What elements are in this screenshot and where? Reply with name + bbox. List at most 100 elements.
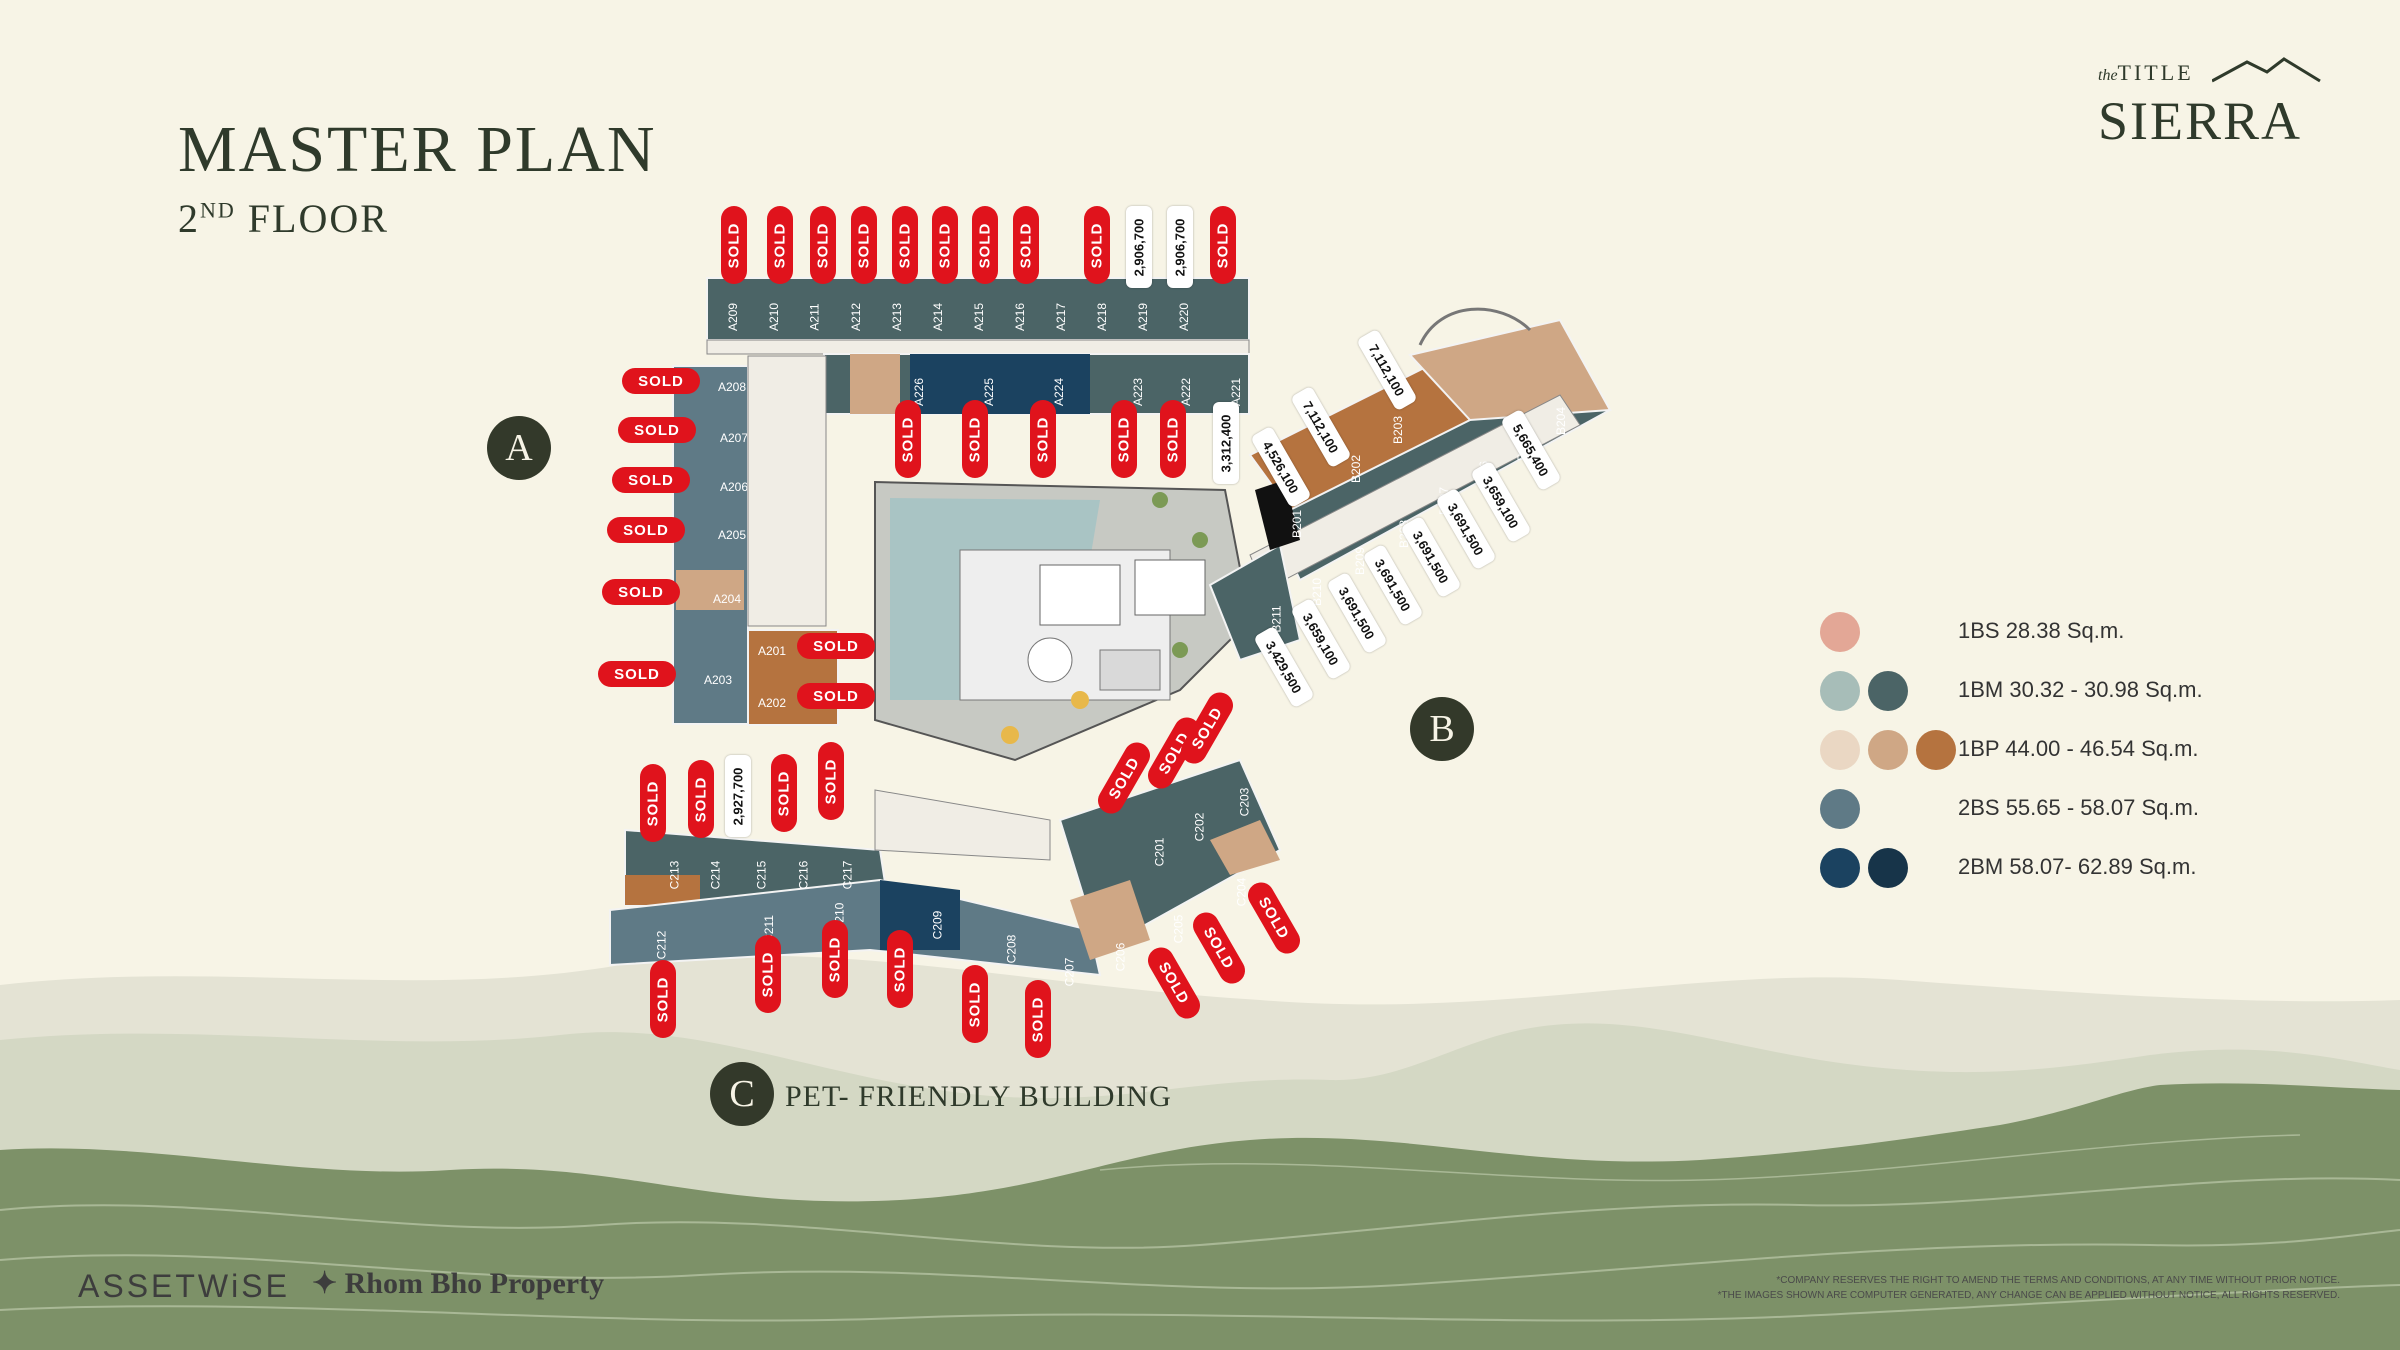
- price-tag-c215[interactable]: 2,927,700: [725, 755, 751, 837]
- sold-badge[interactable]: SOLD: [622, 368, 700, 394]
- sold-badge[interactable]: SOLD: [1111, 400, 1137, 478]
- sold-badge[interactable]: SOLD: [1025, 980, 1051, 1058]
- sold-badge[interactable]: SOLD: [797, 633, 875, 659]
- legend-label: 1BS 28.38 Sq.m.: [1958, 618, 2125, 643]
- unit-label[interactable]: C217: [840, 860, 855, 890]
- unit-label[interactable]: A210: [767, 302, 782, 332]
- sold-badge[interactable]: SOLD: [598, 661, 676, 687]
- unit-label[interactable]: A215: [972, 302, 987, 332]
- legend-row-2bm: 2BM 58.07- 62.89 Sq.m.: [1820, 848, 2240, 892]
- unit-label[interactable]: A224: [1052, 377, 1067, 407]
- sold-badge[interactable]: SOLD: [972, 206, 998, 284]
- unit-label[interactable]: C206: [1113, 942, 1128, 972]
- page-title: MASTER PLAN: [178, 113, 657, 186]
- unit-label[interactable]: C213: [667, 860, 682, 890]
- building-c-marker[interactable]: C: [710, 1062, 774, 1126]
- sold-badge[interactable]: SOLD: [640, 764, 666, 842]
- sold-badge[interactable]: SOLD: [650, 960, 676, 1038]
- unit-label[interactable]: A208: [718, 380, 747, 394]
- brand-name: SIERRA: [2098, 91, 2303, 151]
- sold-badge[interactable]: SOLD: [962, 965, 988, 1043]
- mountain-icon: [2212, 57, 2321, 83]
- unit-label[interactable]: C215: [754, 860, 769, 890]
- unit-label[interactable]: A201: [758, 644, 787, 658]
- brand-pre-text: TITLE: [2117, 60, 2194, 85]
- unit-label[interactable]: A206: [720, 480, 749, 494]
- sold-badge[interactable]: SOLD: [932, 206, 958, 284]
- sold-badge[interactable]: SOLD: [962, 400, 988, 478]
- unit-label[interactable]: B203: [1391, 415, 1406, 445]
- unit-label[interactable]: A213: [890, 302, 905, 332]
- unit-label[interactable]: C202: [1192, 812, 1207, 842]
- unit-label[interactable]: A204: [713, 592, 742, 606]
- sold-badge[interactable]: SOLD: [602, 579, 680, 605]
- legend-row-2bs: 2BS 55.65 - 58.07 Sq.m.: [1820, 789, 2240, 833]
- unit-label[interactable]: A211: [807, 303, 822, 331]
- unit-label[interactable]: C209: [930, 910, 945, 940]
- unit-label[interactable]: B202: [1349, 454, 1364, 484]
- sold-badge[interactable]: SOLD: [818, 742, 844, 820]
- price-tag-a221[interactable]: 3,312,400: [1213, 402, 1239, 484]
- unit-label[interactable]: A207: [720, 431, 749, 445]
- sold-badge[interactable]: SOLD: [721, 206, 747, 284]
- sold-badge[interactable]: SOLD: [688, 760, 714, 838]
- unit-label[interactable]: C205: [1171, 914, 1186, 944]
- sold-badge[interactable]: SOLD: [1013, 206, 1039, 284]
- unit-label[interactable]: A220: [1177, 302, 1192, 332]
- unit-label[interactable]: A202: [758, 696, 787, 710]
- unit-label[interactable]: B210: [1310, 577, 1325, 607]
- unit-label[interactable]: A221: [1229, 377, 1244, 407]
- unit-label[interactable]: B204: [1554, 406, 1569, 436]
- unit-label[interactable]: C207: [1062, 957, 1077, 987]
- unit-label[interactable]: C201: [1152, 837, 1167, 867]
- unit-label[interactable]: A226: [912, 377, 927, 407]
- unit-label[interactable]: A205: [718, 528, 747, 542]
- rhom-bho-logo: ✦ Rhom Bho Property: [312, 1266, 604, 1301]
- sold-badge[interactable]: SOLD: [755, 935, 781, 1013]
- sold-badge[interactable]: SOLD: [887, 930, 913, 1008]
- unit-label[interactable]: C212: [654, 930, 669, 960]
- disclaimer-line-2: *THE IMAGES SHOWN ARE COMPUTER GENERATED…: [1717, 1290, 2340, 1301]
- sold-badge[interactable]: SOLD: [618, 417, 696, 443]
- unit-label[interactable]: B201: [1290, 509, 1305, 539]
- unit-label[interactable]: A222: [1179, 377, 1194, 407]
- sold-badge[interactable]: SOLD: [892, 206, 918, 284]
- building-b-marker[interactable]: B: [1410, 697, 1474, 761]
- unit-label[interactable]: A214: [931, 302, 946, 332]
- sold-badge[interactable]: SOLD: [851, 206, 877, 284]
- building-a-marker[interactable]: A: [487, 416, 551, 480]
- unit-label[interactable]: A217: [1054, 302, 1069, 332]
- brand-logo: theTITLE SIERRA: [2082, 56, 2322, 151]
- unit-label[interactable]: C208: [1004, 934, 1019, 964]
- unit-label[interactable]: B211: [1269, 605, 1284, 633]
- sold-badge[interactable]: SOLD: [612, 467, 690, 493]
- sold-badge[interactable]: SOLD: [895, 400, 921, 478]
- unit-label[interactable]: A218: [1095, 302, 1110, 332]
- unit-label[interactable]: C216: [796, 860, 811, 890]
- floor-word: FLOOR: [247, 196, 389, 241]
- unit-label[interactable]: C211: [761, 915, 776, 943]
- sold-badge[interactable]: SOLD: [607, 517, 685, 543]
- sold-badge[interactable]: SOLD: [1084, 206, 1110, 284]
- unit-label[interactable]: A216: [1013, 302, 1028, 332]
- price-tag-a218[interactable]: 2,906,700: [1126, 206, 1152, 288]
- sold-badge[interactable]: SOLD: [1210, 206, 1236, 284]
- legend-swatch: [1868, 671, 1908, 711]
- legend-label: 1BM 30.32 - 30.98 Sq.m.: [1958, 677, 2203, 702]
- sold-badge[interactable]: SOLD: [797, 683, 875, 709]
- unit-label[interactable]: A212: [849, 302, 864, 332]
- sold-badge[interactable]: SOLD: [822, 920, 848, 998]
- sold-badge[interactable]: SOLD: [1030, 400, 1056, 478]
- unit-label[interactable]: A203: [704, 673, 733, 687]
- unit-label[interactable]: C203: [1237, 787, 1252, 817]
- sold-badge[interactable]: SOLD: [771, 754, 797, 832]
- sold-badge[interactable]: SOLD: [810, 206, 836, 284]
- price-tag-a219[interactable]: 2,906,700: [1167, 206, 1193, 288]
- unit-label[interactable]: C214: [708, 860, 723, 890]
- unit-label[interactable]: A225: [982, 377, 997, 407]
- sold-badge[interactable]: SOLD: [767, 206, 793, 284]
- sold-badge[interactable]: SOLD: [1160, 400, 1186, 478]
- unit-label[interactable]: A219: [1136, 302, 1151, 332]
- unit-label[interactable]: A209: [726, 302, 741, 332]
- unit-label[interactable]: A223: [1131, 377, 1146, 407]
